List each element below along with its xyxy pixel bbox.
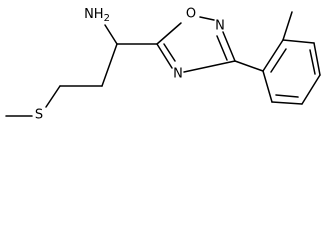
bond-ar-a4-a5	[301, 74, 321, 105]
sulfur-label: S	[35, 108, 43, 123]
bond-ar-inner-1	[270, 48, 287, 73]
bond-n4-c5-double	[163, 43, 176, 62]
bond-ch2-s	[45, 85, 61, 108]
structure-canvas: NH2 O N N S	[5, 6, 321, 123]
bond-ar-a3-a4	[313, 42, 321, 76]
amine-subscript: 2	[104, 13, 110, 24]
ring-oxygen-label: O	[186, 7, 196, 22]
bond-n2-c3-double	[216, 35, 228, 61]
ring-nitrogen-4-label: N	[173, 67, 183, 82]
bond-n4-c5	[156, 43, 173, 69]
ring-nitrogen-2-label: N	[215, 19, 225, 34]
bond-ch-nh2	[104, 24, 118, 45]
bond-ar-inner-3	[275, 94, 299, 98]
bond-n2-c3	[222, 31, 236, 62]
bond-ar-a6-a1	[262, 70, 273, 103]
bond-o1-n2	[199, 16, 215, 21]
bond-ch-ch2	[101, 43, 118, 87]
bond-ar-methyl	[282, 11, 293, 41]
amine-label: NH2	[84, 7, 110, 24]
molecule-structure: NH2 O N N S	[5, 7, 321, 123]
bond-c5-o1	[156, 22, 182, 45]
bond-ar-a2-a3	[282, 39, 315, 44]
bond-ar-a1-a2	[262, 39, 284, 72]
bond-c3-aryl	[234, 60, 264, 72]
bond-ar-inner-2	[309, 49, 316, 75]
bond-ar-a5-a6	[271, 101, 303, 105]
bond-c3-n4	[183, 60, 236, 73]
